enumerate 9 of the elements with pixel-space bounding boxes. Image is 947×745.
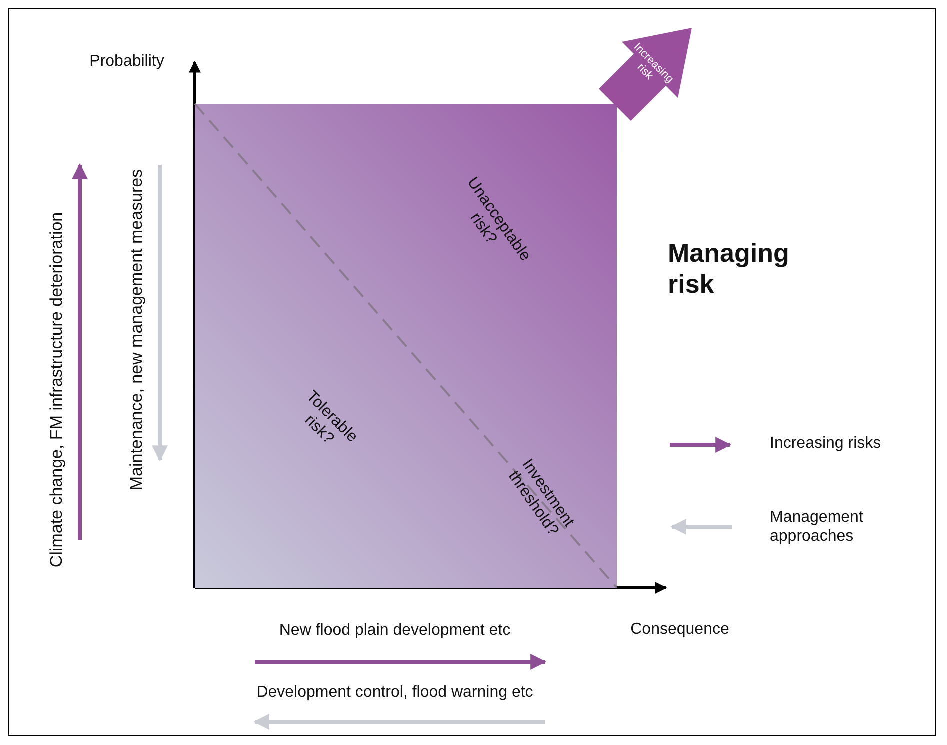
driver-label: New flood plain development etc (279, 622, 511, 640)
driver-label: Development control, flood warning etc (256, 684, 534, 702)
legend-label: Management approaches (770, 508, 864, 546)
axis-label: Consequence (630, 621, 730, 639)
axis-label: Probability (90, 53, 164, 71)
title: Managing risk (668, 238, 790, 300)
driver-label: Maintenance, new management measures (127, 169, 147, 491)
legend-label: Increasing risks (770, 434, 882, 454)
driver-label: Climate change, FM infrastructure deterioration (47, 212, 67, 568)
